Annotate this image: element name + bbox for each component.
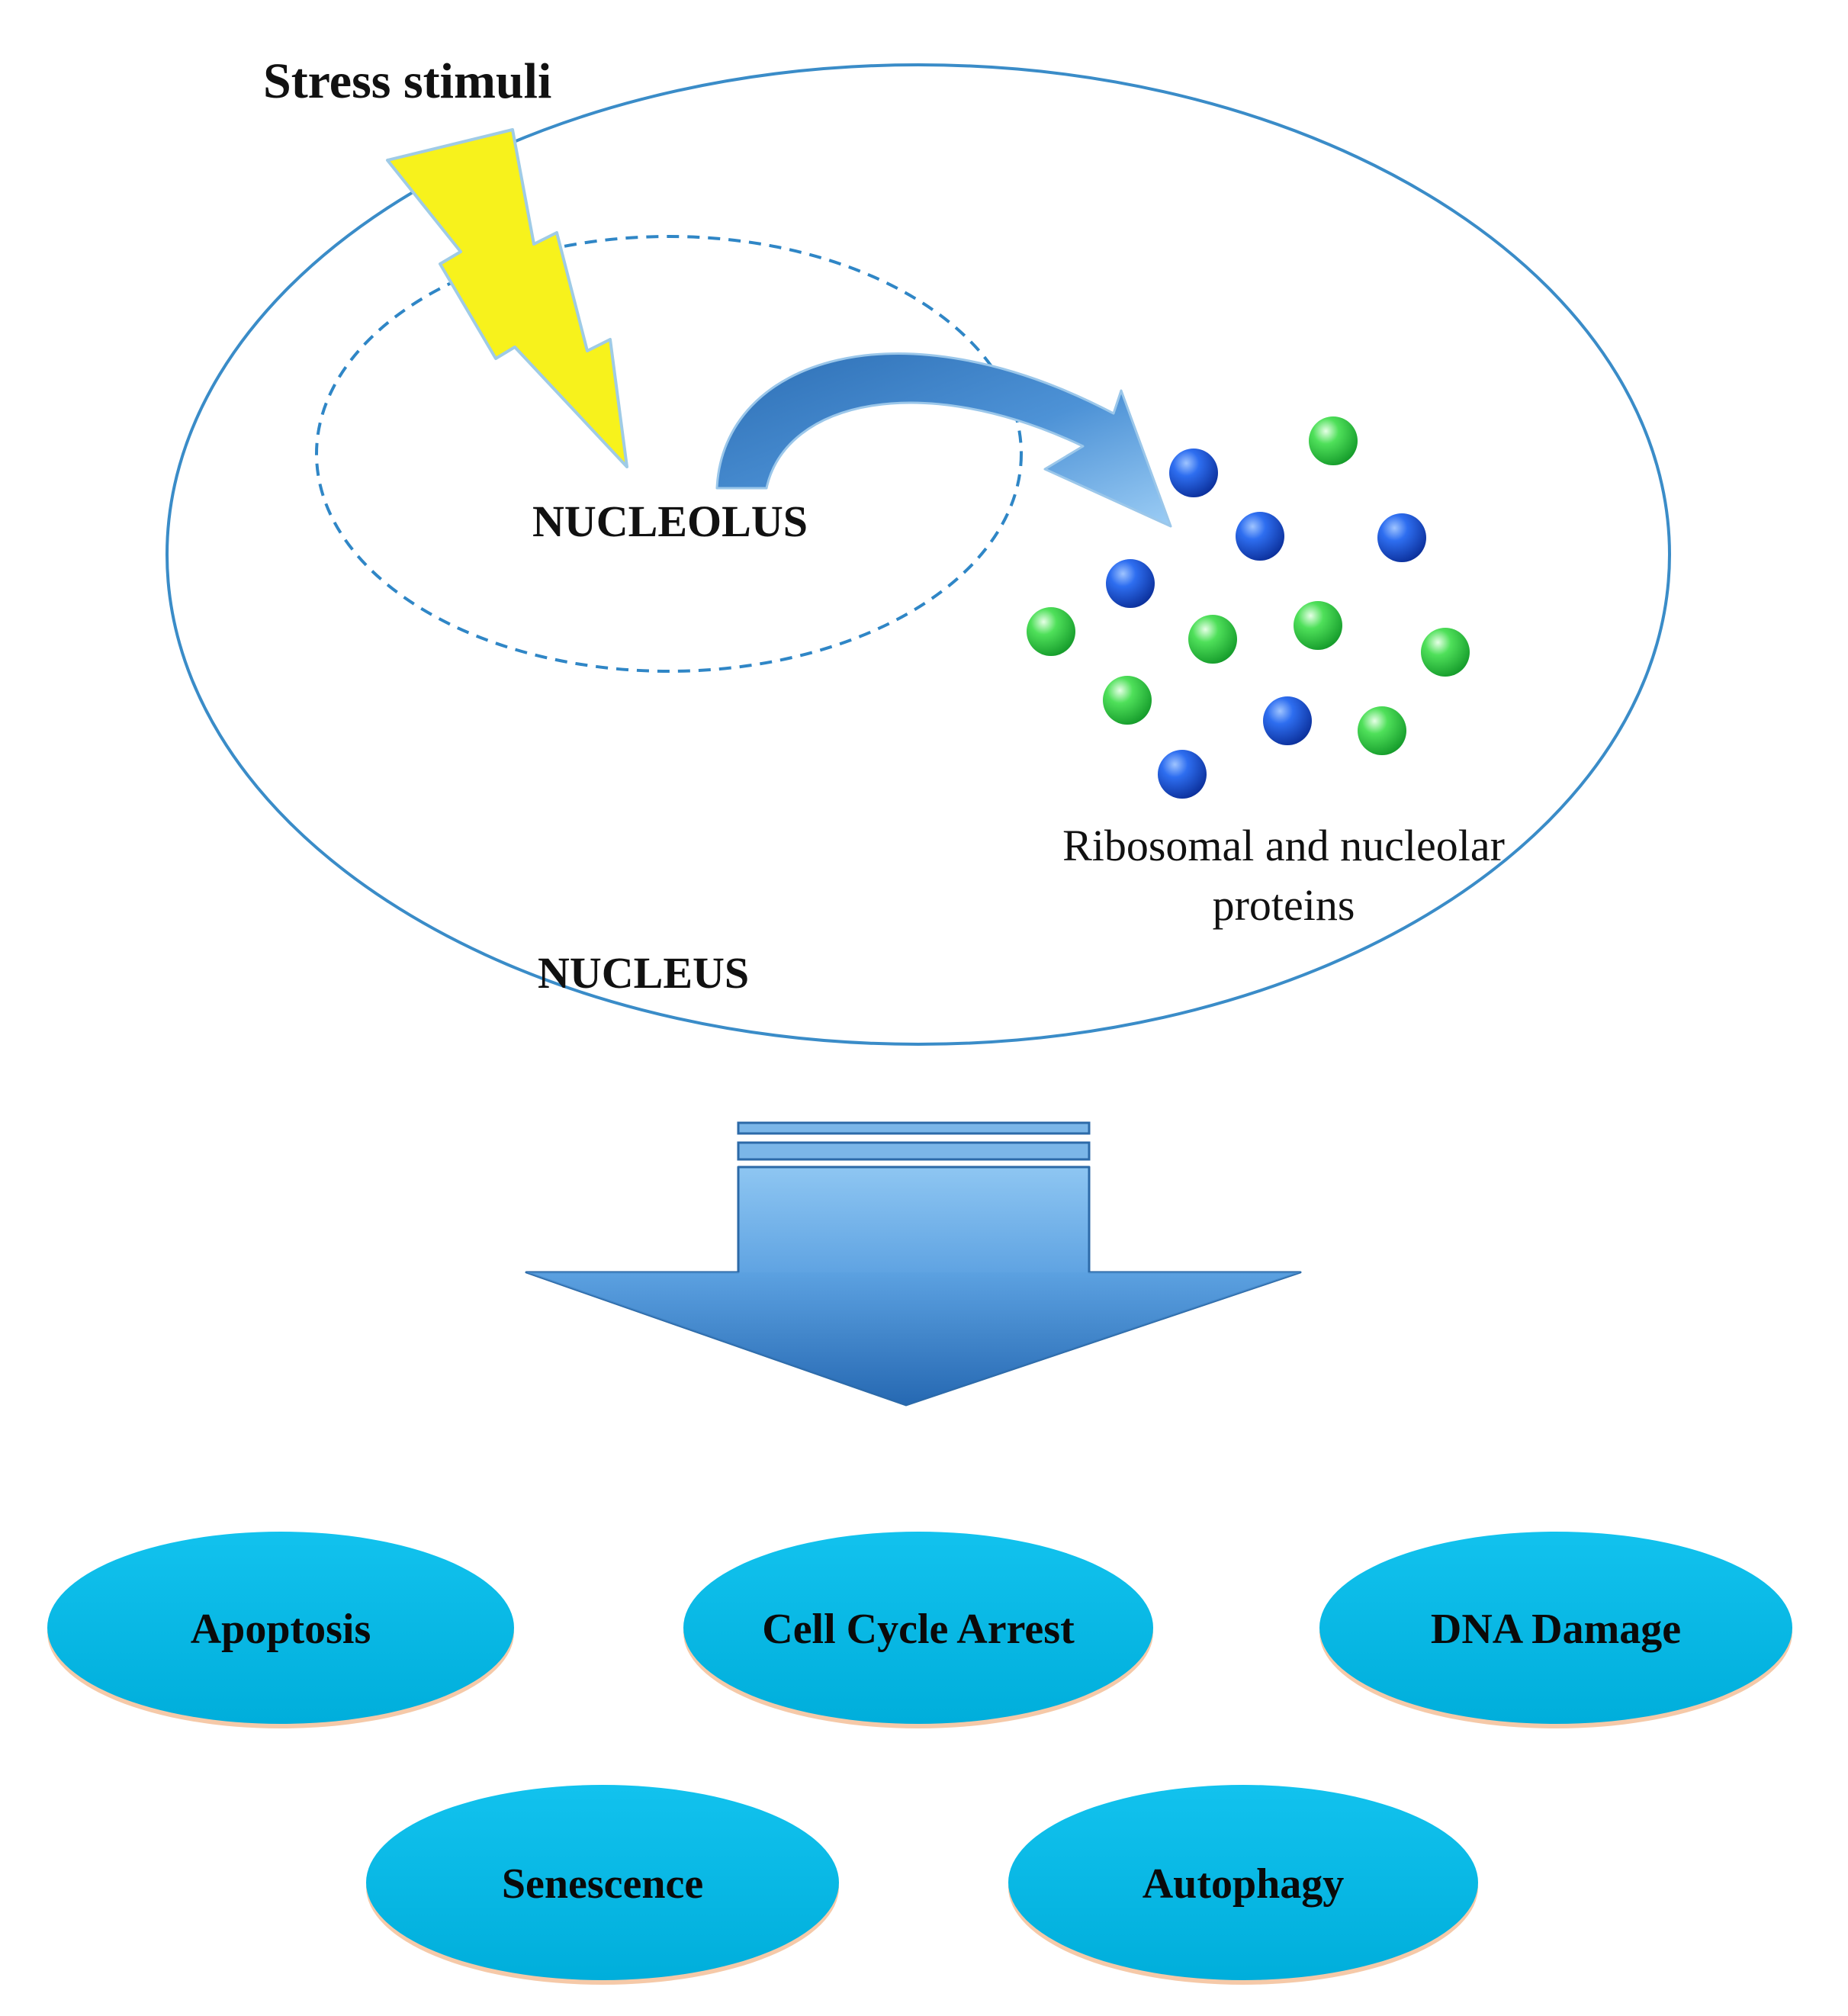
protein-green [1188,615,1237,664]
outcome-dna-damage: DNA Damage [1319,1532,1792,1728]
nucleus-label: NUCLEUS [538,948,749,998]
outcome-apoptosis: Apoptosis [47,1532,514,1728]
protein-blue [1236,512,1284,561]
nucleolus-boundary [315,235,1023,673]
outcome-senescence: Senescence [366,1785,839,1985]
protein-green [1027,607,1075,656]
outcome-senescence-label: Senescence [502,1860,703,1908]
curved-export-arrow-icon [715,352,1172,528]
protein-blue [1377,513,1426,562]
protein-blue [1169,449,1218,497]
protein-blue [1263,696,1312,745]
protein-blue [1158,750,1207,799]
proteins-label-line1: Ribosomal and nucleolar [1062,821,1505,870]
outcome-autophagy-label: Autophagy [1143,1860,1345,1908]
proteins-label-line2: proteins [1213,880,1355,930]
outcome-cell-cycle-arrest-label: Cell Cycle Arrest [762,1606,1075,1653]
outcome-apoptosis-label: Apoptosis [191,1606,371,1653]
protein-particles [1027,416,1470,799]
protein-green [1103,676,1152,725]
outcome-autophagy: Autophagy [1008,1785,1478,1985]
stress-stimuli-label: Stress stimuli [263,53,551,109]
big-down-arrow-icon [525,1121,1302,1407]
outcome-cell-cycle-arrest: Cell Cycle Arrest [683,1532,1153,1728]
nucleolus-label: NUCLEOLUS [532,497,808,546]
protein-blue [1106,559,1155,608]
outcome-dna-damage-label: DNA Damage [1431,1606,1681,1653]
nucleus-membrane [166,63,1671,1046]
protein-green [1358,706,1406,755]
protein-green [1309,416,1358,465]
stress-lightning-bolt-icon [386,128,628,468]
protein-green [1421,628,1470,677]
protein-green [1294,601,1342,650]
